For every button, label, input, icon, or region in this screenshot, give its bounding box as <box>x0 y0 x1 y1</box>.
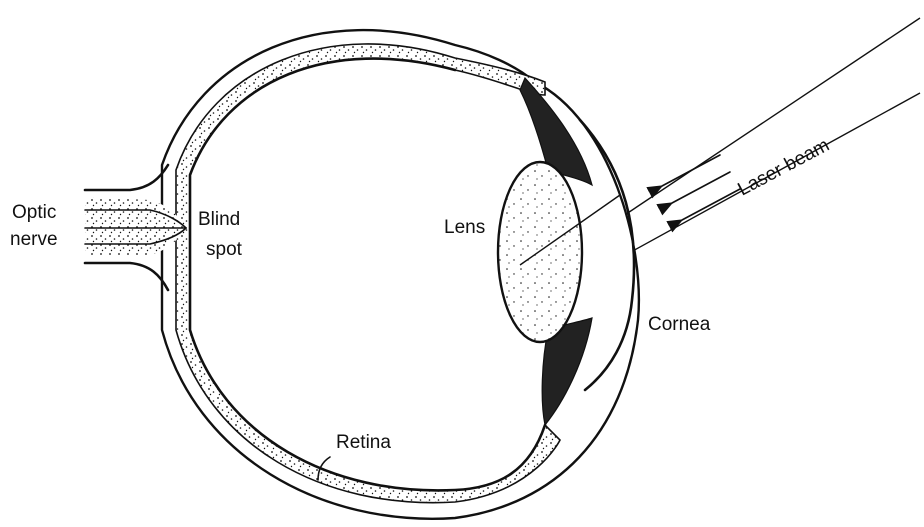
label-optic: Optic <box>12 202 56 223</box>
label-retina: Retina <box>336 432 391 453</box>
label-cornea: Cornea <box>648 314 711 335</box>
label-laser-beam: Laser beam <box>734 135 832 201</box>
label-blind: Blind <box>198 209 240 230</box>
label-spot: spot <box>206 239 243 260</box>
label-nerve: nerve <box>10 229 58 250</box>
laser-arrows <box>662 155 740 220</box>
lens <box>498 162 582 342</box>
label-lens: Lens <box>444 217 485 238</box>
